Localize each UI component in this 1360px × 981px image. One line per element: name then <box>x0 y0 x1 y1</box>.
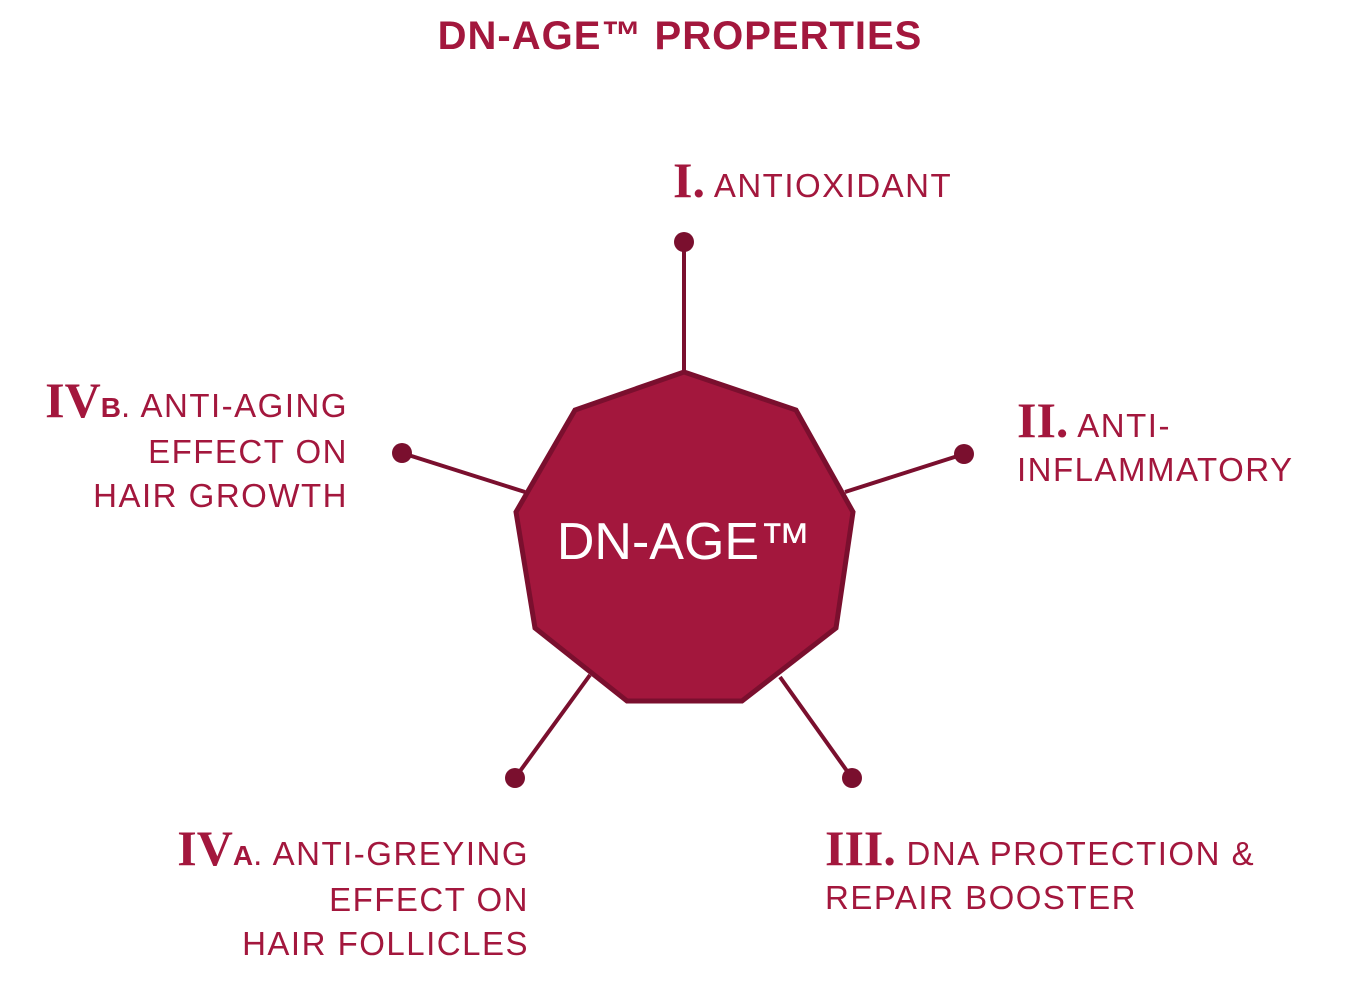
property-numeral: III <box>825 820 884 876</box>
property-numeral: I <box>673 152 693 208</box>
property-antioxidant: I. ANTIOXIDANT <box>673 152 953 208</box>
hub-label: DN-AGE™ <box>557 513 811 571</box>
property-numeral: II <box>1017 392 1056 448</box>
property-line: ANTI-GREYING <box>272 835 529 872</box>
property-line: DNA PROTECTION & <box>906 835 1256 872</box>
property-line: HAIR GROWTH <box>93 477 348 514</box>
property-line: EFFECT ON <box>329 881 529 918</box>
property-line: EFFECT ON <box>148 433 348 470</box>
property-dna-protection: III. DNA PROTECTION & REPAIR BOOSTER <box>825 823 1256 920</box>
endpoint-dot-dna-protection <box>842 768 862 788</box>
property-numeral: IV <box>45 372 101 428</box>
property-anti-aging: IVB. ANTI-AGING EFFECT ON HAIR GROWTH <box>45 375 348 518</box>
property-numeral: IV <box>177 820 233 876</box>
endpoint-dot-antioxidant <box>674 232 694 252</box>
property-anti-inflammatory: II. ANTI- INFLAMMATORY <box>1017 395 1294 492</box>
property-anti-greying: IVA. ANTI-GREYING EFFECT ON HAIR FOLLICL… <box>177 823 529 966</box>
connector-anti-inflammatory <box>844 452 965 494</box>
endpoint-dot-anti-greying <box>505 768 525 788</box>
connector-anti-aging <box>401 451 526 494</box>
endpoint-dot-anti-aging <box>392 443 412 463</box>
property-line: ANTIOXIDANT <box>713 167 953 204</box>
property-line: REPAIR BOOSTER <box>825 879 1137 916</box>
property-line: ANTI-AGING <box>140 387 348 424</box>
property-line: HAIR FOLLICLES <box>242 925 529 962</box>
property-numeral-suffix: B <box>100 392 121 423</box>
connector-dna-protection <box>778 675 854 780</box>
diagram-title: DN-AGE™ PROPERTIES <box>437 14 923 58</box>
endpoint-dot-anti-inflammatory <box>954 444 974 464</box>
connector-anti-greying <box>513 673 592 780</box>
property-line: ANTI- <box>1077 407 1171 444</box>
property-numeral-suffix: A <box>232 840 254 871</box>
hub-nonagon <box>513 369 856 704</box>
property-line: INFLAMMATORY <box>1017 451 1294 488</box>
